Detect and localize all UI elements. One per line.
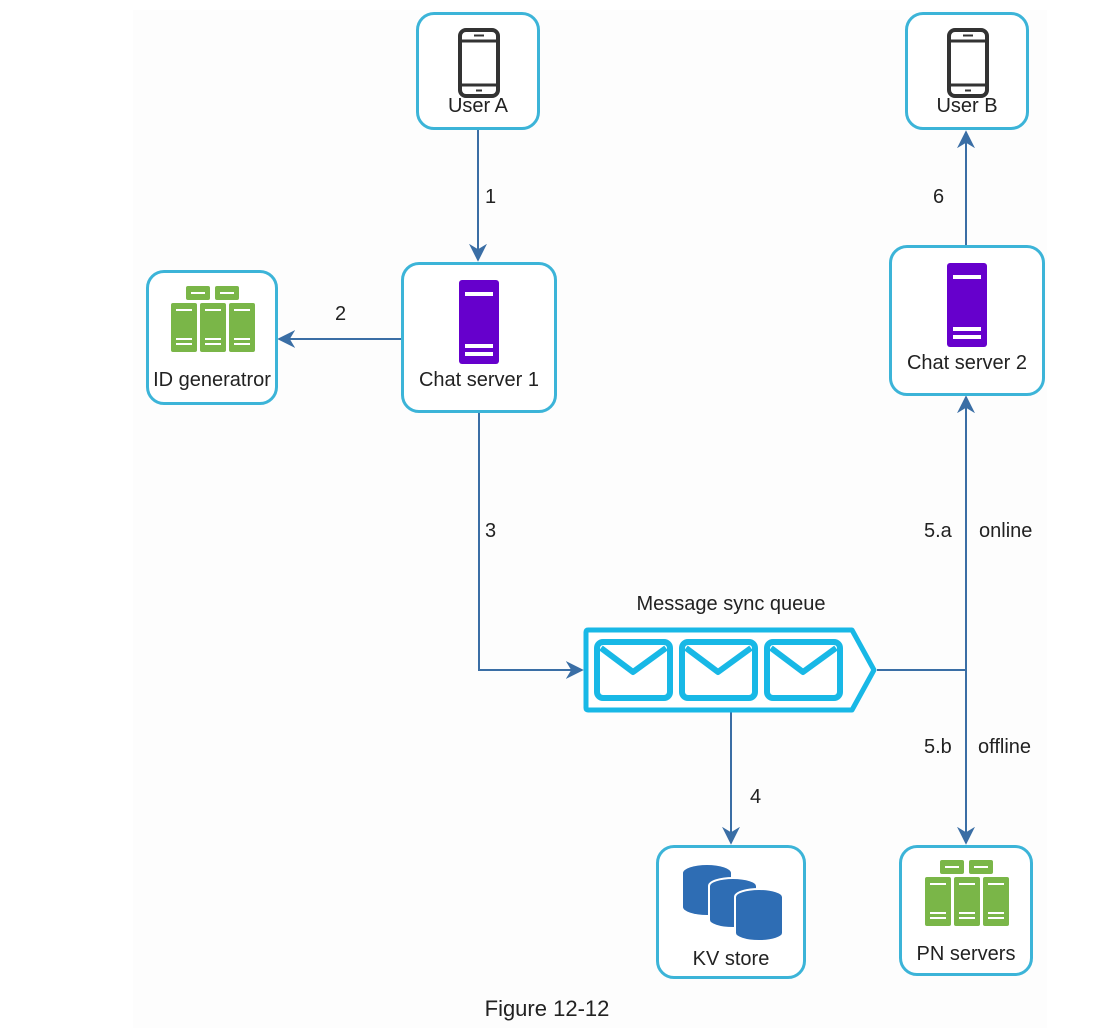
node-label: User A xyxy=(447,95,509,117)
edge-condition-offline: offline xyxy=(978,736,1032,758)
node-label: ID generatror xyxy=(153,369,271,391)
node-user-a[interactable]: User A xyxy=(416,12,540,130)
mobile-phone-icon xyxy=(458,28,500,98)
database-icon xyxy=(683,865,784,942)
mobile-phone-icon xyxy=(947,28,989,98)
server-cluster-icon xyxy=(925,860,1009,926)
edge-label-2: 2 xyxy=(335,303,347,325)
node-label: Chat server 1 xyxy=(418,369,540,391)
edge-label-3: 3 xyxy=(485,520,497,542)
envelope-icon xyxy=(679,639,758,701)
edge-chat-server-1-to-queue xyxy=(478,412,584,679)
edge-label-4: 4 xyxy=(750,786,762,808)
edge-label-6: 6 xyxy=(933,186,945,208)
node-chat-server-1[interactable]: Chat server 1 xyxy=(401,262,557,413)
figure-caption: Figure 12-12 xyxy=(484,996,610,1021)
server-cluster-icon xyxy=(171,286,255,352)
edge-label-1: 1 xyxy=(485,186,497,208)
node-user-b[interactable]: User B xyxy=(905,12,1029,130)
node-pn-servers[interactable]: PN servers xyxy=(899,845,1033,976)
node-label: PN servers xyxy=(916,943,1016,965)
node-message-queue[interactable] xyxy=(582,626,880,714)
envelope-icon xyxy=(594,639,673,701)
server-icon xyxy=(947,263,987,347)
edge-label-5a: 5.a xyxy=(924,520,952,542)
node-chat-server-2[interactable]: Chat server 2 xyxy=(889,245,1045,396)
edge-label-5b: 5.b xyxy=(924,736,952,758)
envelope-icon xyxy=(764,639,843,701)
node-label: KV store xyxy=(692,948,770,970)
node-id-generator[interactable]: ID generatror xyxy=(146,270,278,405)
edge-condition-online: online xyxy=(979,520,1033,542)
node-label: Chat server 2 xyxy=(906,352,1028,374)
diagram-canvas xyxy=(133,10,1047,1028)
node-kv-store[interactable]: KV store xyxy=(656,845,806,979)
server-icon xyxy=(459,280,499,364)
node-label: User B xyxy=(936,95,998,117)
queue-title: Message sync queue xyxy=(636,593,826,615)
